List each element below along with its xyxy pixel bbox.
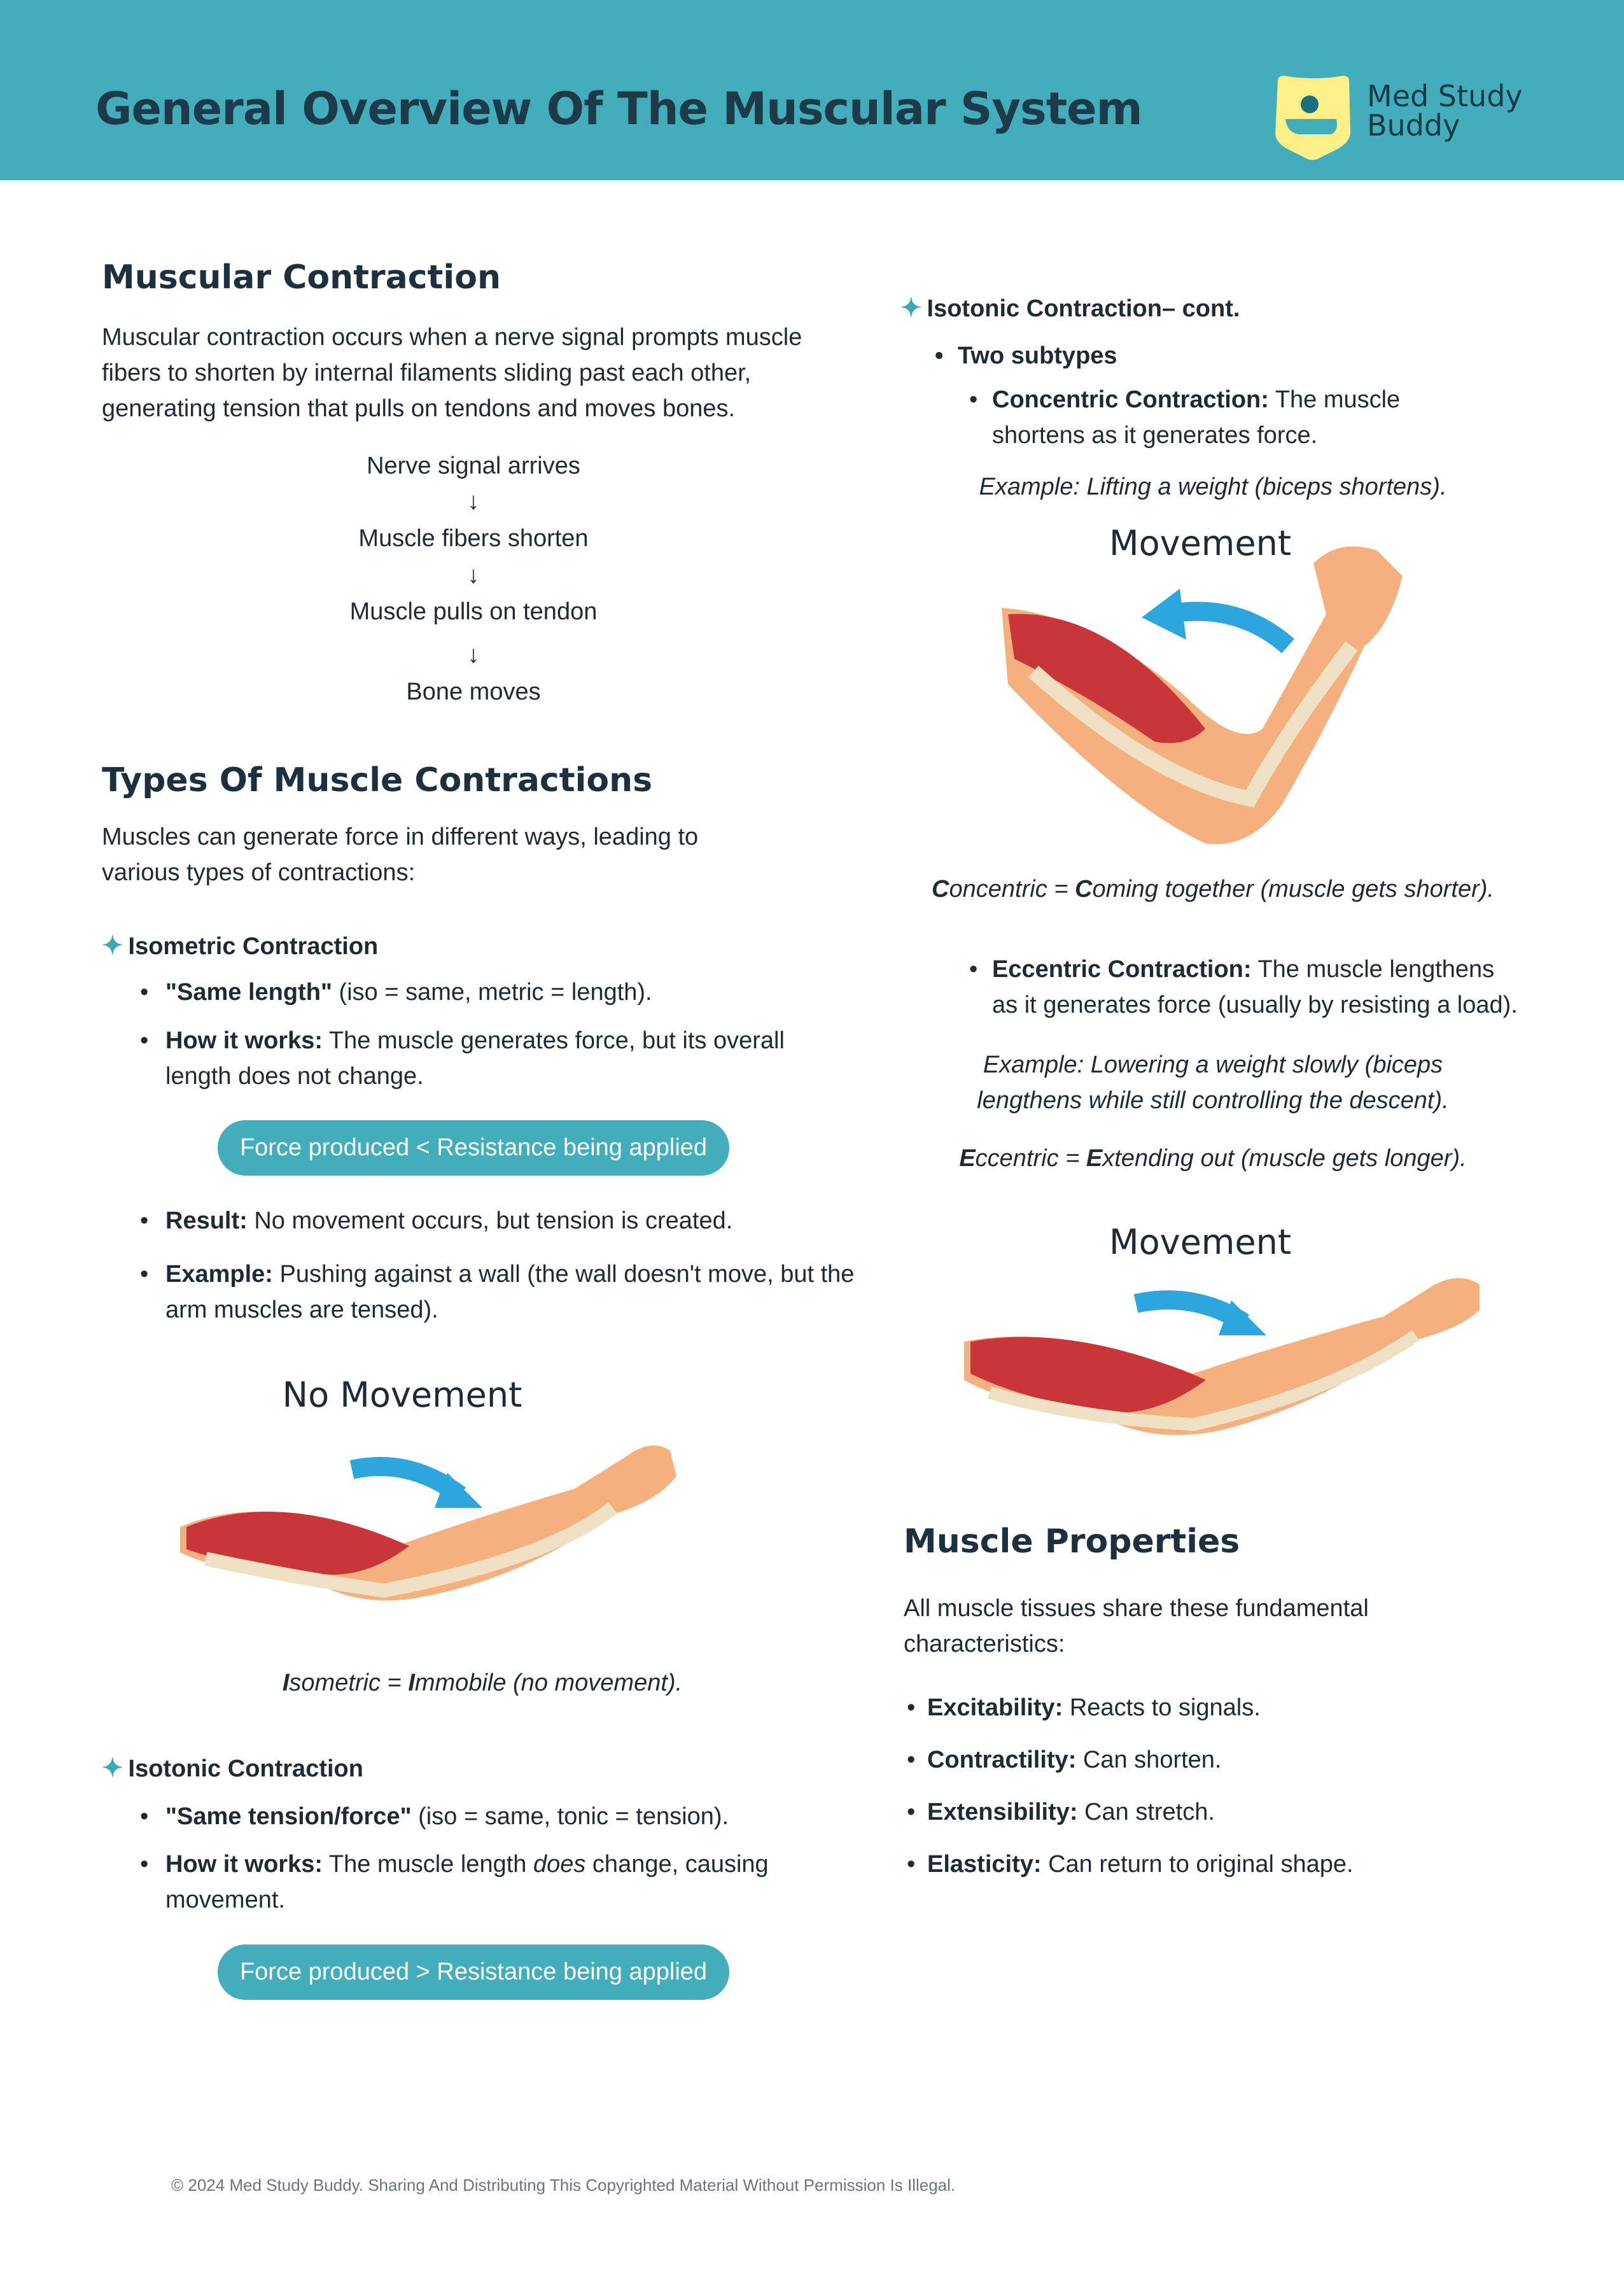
list-item: •Result: No movement occurs, but tension… [140,1207,733,1234]
muscular-contraction-heading: Muscular Contraction [102,258,501,297]
sparkle-icon: ✦ [102,1754,123,1782]
arrow-down-icon: ↓ [467,642,480,668]
eccentric-mnemonic: Eccentric = Extending out (muscle gets l… [959,1145,1467,1172]
med-study-buddy-logo-icon [1275,76,1350,160]
isotonic-heading: ✦Isotonic Contraction [102,1754,363,1782]
properties-description: All muscle tissues share these fundament… [904,1595,1369,1657]
list-item: •How it works: The muscle generates forc… [140,1027,785,1090]
list-item: •Extensibility: Can stretch. [907,1799,1215,1825]
types-heading: Types Of Muscle Contractions [102,761,653,799]
muscle-properties-heading: Muscle Properties [904,1522,1240,1561]
isometric-arm-illustration [180,1445,676,1601]
contraction-flow: Nerve signal arrives ↓ Muscle fibers sho… [283,448,664,710]
page-header: General Overview Of The Muscular System … [0,0,1624,180]
isometric-force-pill: Force produced < Resistance being applie… [218,1120,729,1176]
eccentric-arm-illustration [964,1278,1480,1435]
list-item: •"Same length" (iso = same, metric = len… [140,979,652,1006]
contraction-description: Muscular contraction occurs when a nerve… [102,324,802,422]
isometric-heading: ✦Isometric Contraction [102,932,379,960]
isotonic-cont-heading: ✦Isotonic Contraction– cont. [900,294,1240,322]
arrow-down-icon: ↓ [467,488,480,515]
concentric-example: Example: Lifting a weight (biceps shorte… [979,474,1447,500]
list-item: •Excitability: Reacts to signals. [907,1694,1261,1721]
list-item: •Eccentric Contraction: The muscle lengt… [969,956,1518,1018]
sparkle-icon: ✦ [900,294,922,322]
sparkle-icon: ✦ [102,932,123,960]
copyright-footer: © 2024 Med Study Buddy. Sharing And Dist… [171,2176,956,2195]
list-item: •"Same tension/force" (iso = same, tonic… [140,1803,729,1830]
list-item: •How it works: The muscle length does ch… [140,1851,769,1913]
concentric-arm-illustration [1002,546,1403,845]
movement-label: Movement [1109,523,1292,563]
list-item: •Two subtypes [935,342,1117,369]
isotonic-force-pill: Force produced > Resistance being applie… [218,1944,729,2000]
isometric-mnemonic: Isometric = Immobile (no movement). [282,1670,683,1696]
no-movement-label: No Movement [282,1375,522,1415]
types-description: Muscles can generate force in different … [102,824,699,886]
page-title: General Overview Of The Muscular System [95,83,1143,135]
list-item: •Elasticity: Can return to original shap… [907,1851,1354,1878]
movement-label: Movement [1109,1222,1292,1262]
list-item: •Example: Pushing against a wall (the wa… [140,1261,855,1323]
concentric-mnemonic: Concentric = Coming together (muscle get… [932,876,1494,903]
list-item: •Contractility: Can shorten. [907,1747,1222,1773]
arrow-down-icon: ↓ [467,562,480,589]
eccentric-example: Example: Lowering a weight slowly (bicep… [977,1051,1449,1114]
